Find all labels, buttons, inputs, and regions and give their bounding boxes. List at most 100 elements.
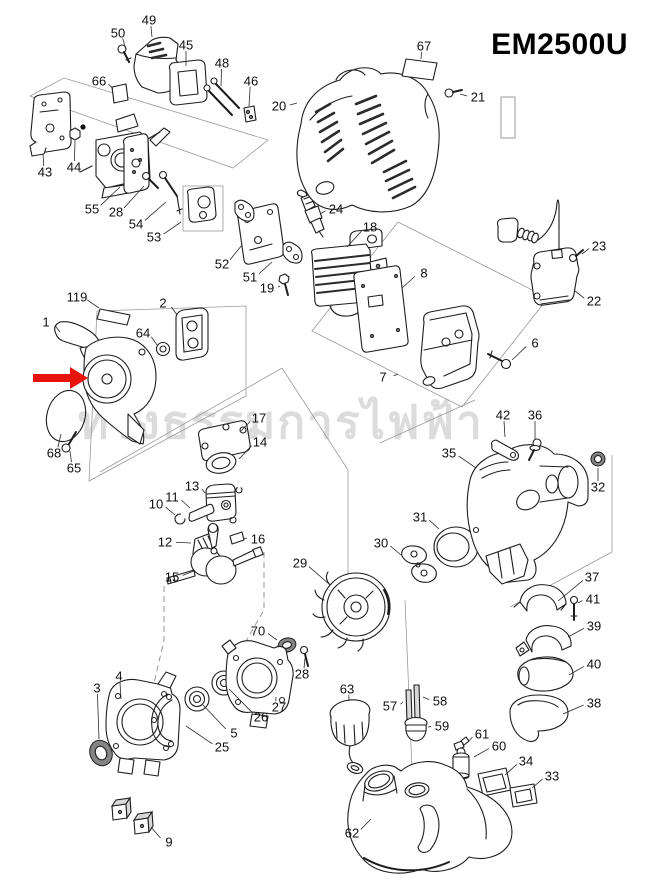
part-label-24: 24 xyxy=(329,202,343,217)
part-58-fuel-pipe xyxy=(413,684,421,720)
part-label-62: 62 xyxy=(345,826,359,841)
leader-line-9 xyxy=(150,826,161,839)
leader-line-10 xyxy=(165,506,176,516)
part-46-plate xyxy=(243,105,257,123)
part-label-42: 42 xyxy=(496,408,510,423)
leader-line-15 xyxy=(182,570,195,576)
part-label-64: 64 xyxy=(136,326,150,341)
part-label-20: 20 xyxy=(272,99,286,114)
model-title: EM2500U xyxy=(491,28,628,61)
leader-line-34 xyxy=(504,764,518,776)
part-11-piston-pin xyxy=(188,503,215,522)
part-48-long-screws xyxy=(203,77,240,116)
part-40-cushion xyxy=(517,656,574,692)
leader-line-22 xyxy=(574,290,585,299)
part-label-48: 48 xyxy=(215,56,229,71)
part-33-damper xyxy=(509,783,538,808)
part-14-seal-ring xyxy=(205,452,237,474)
leader-line-38 xyxy=(562,704,584,715)
part-label-34: 34 xyxy=(519,754,533,769)
part-label-28: 28 xyxy=(295,667,309,682)
part-53-insulator-block xyxy=(186,186,217,223)
part-10-circlip xyxy=(174,513,186,525)
part-64-flange-nut xyxy=(155,341,171,357)
part-27-crankcase-half xyxy=(221,639,294,729)
part-28-flywheel-screw xyxy=(299,645,309,667)
part-68-gasket-ring xyxy=(45,389,87,443)
part-50-screw xyxy=(117,44,132,63)
part-label-119: 119 xyxy=(67,290,88,305)
part-16-woodruff-key xyxy=(229,531,245,545)
part-7-muffler xyxy=(420,305,480,390)
leader-line-57 xyxy=(400,701,404,705)
part-35-clutch-housing xyxy=(466,444,589,585)
part-51-gaskets xyxy=(234,199,303,264)
leader-line-16 xyxy=(242,537,248,539)
leader-line-59 xyxy=(427,726,432,728)
part-label-40: 40 xyxy=(587,657,601,672)
part-8-muffler-bracket xyxy=(353,265,409,353)
part-label-59: 59 xyxy=(435,719,449,734)
leader-line-2 xyxy=(171,306,178,316)
part-label-49: 49 xyxy=(142,13,156,28)
part-32-washer xyxy=(590,451,606,467)
part-label-68: 68 xyxy=(47,446,61,461)
part-label-60: 60 xyxy=(492,739,506,754)
part-36-bolt xyxy=(528,438,542,461)
part-label-26: 26 xyxy=(254,710,268,725)
part-label-11: 11 xyxy=(165,490,179,505)
part-45-air-filter xyxy=(168,59,208,106)
part-43-insulator-plate xyxy=(29,91,72,157)
part-label-55: 55 xyxy=(85,202,99,217)
leader-line-1 xyxy=(54,325,61,333)
part-label-45: 45 xyxy=(179,38,193,53)
leader-line-25 xyxy=(185,725,213,745)
leader-line-17 xyxy=(240,421,251,432)
leader-line-58 xyxy=(422,696,430,700)
part-label-21: 21 xyxy=(471,90,485,105)
leader-line-13 xyxy=(201,488,206,494)
part-label-14: 14 xyxy=(253,435,267,450)
part-label-9: 9 xyxy=(165,835,172,850)
part-label-57: 57 xyxy=(383,699,397,714)
part-15-crankshaft xyxy=(166,522,264,585)
part-label-7: 7 xyxy=(379,370,386,385)
leader-line-11 xyxy=(181,499,191,509)
part-42-lever xyxy=(490,439,520,461)
part-label-13: 13 xyxy=(185,479,199,494)
part-13-piston xyxy=(205,483,243,524)
leader-line-21 xyxy=(459,93,468,97)
part-30-clutch-shoes xyxy=(401,545,437,583)
leader-line-40 xyxy=(568,666,585,676)
part-label-5: 5 xyxy=(230,726,237,741)
part-2-starter-bracket xyxy=(175,307,209,361)
part-label-29: 29 xyxy=(293,556,307,571)
leader-line-119 xyxy=(86,299,100,309)
part-label-61: 61 xyxy=(475,727,489,742)
leader-line-5 xyxy=(202,704,227,730)
leader-line-55 xyxy=(100,186,121,206)
part-label-10: 10 xyxy=(149,497,163,512)
leader-line-29 xyxy=(308,566,330,585)
part-label-58: 58 xyxy=(433,694,447,709)
leader-line-52 xyxy=(229,244,243,261)
part-label-44: 44 xyxy=(67,160,81,175)
part-label-31: 31 xyxy=(413,510,427,525)
leader-line-20 xyxy=(289,102,298,106)
part-3-oil-seal xyxy=(89,739,113,767)
part-21-screw xyxy=(444,88,463,98)
part-label-66: 66 xyxy=(92,74,106,89)
leader-line-66 xyxy=(108,83,114,90)
highlight-arrow xyxy=(33,367,88,389)
part-label-18: 18 xyxy=(363,220,377,235)
assembly-dot xyxy=(80,124,86,130)
leader-line-53 xyxy=(163,221,182,235)
part-label-1: 1 xyxy=(42,315,49,330)
part-28-screw xyxy=(141,171,159,189)
part-62-fuel-tank xyxy=(347,761,513,874)
part-label-35: 35 xyxy=(442,446,456,461)
part-label-70: 70 xyxy=(251,624,265,639)
spacer-strip xyxy=(500,96,516,139)
part-label-6: 6 xyxy=(531,336,538,351)
part-label-4: 4 xyxy=(115,669,122,684)
